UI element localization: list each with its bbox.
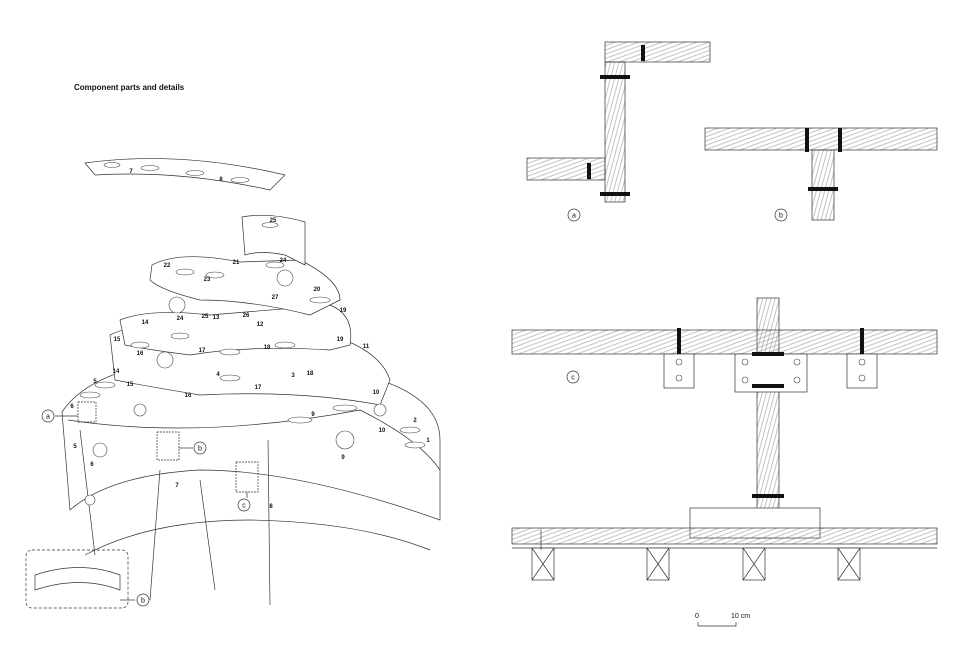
scale-end: 10 cm xyxy=(731,613,750,620)
part-label: 5 xyxy=(73,444,77,450)
part-label: 8 xyxy=(269,504,273,510)
part-label: 1 xyxy=(426,438,430,444)
page-title: Component parts and details xyxy=(74,83,185,92)
part-label: 5 xyxy=(93,379,97,385)
part-label: 9 xyxy=(341,455,345,461)
part-label: 10 xyxy=(379,428,386,434)
part-label: 3 xyxy=(291,373,295,379)
part-label: 14 xyxy=(113,369,120,375)
part-label: 10 xyxy=(373,390,380,396)
callout-label: c xyxy=(571,375,575,382)
callout-label: b xyxy=(779,213,783,220)
part-label: 24 xyxy=(280,258,287,264)
callout-c[interactable]: c xyxy=(237,498,251,512)
part-label: 19 xyxy=(340,308,347,314)
part-label: 17 xyxy=(199,348,206,354)
part-label: 8 xyxy=(219,177,223,183)
part-label: 27 xyxy=(272,295,279,301)
callout-label: b xyxy=(198,446,202,453)
part-label: 23 xyxy=(204,277,211,283)
part-label: 20 xyxy=(314,287,321,293)
part-label: 25 xyxy=(270,218,277,224)
part-label: 17 xyxy=(255,385,262,391)
part-label: 18 xyxy=(307,371,314,377)
panel-holes xyxy=(79,222,426,506)
callout-label: c xyxy=(242,503,246,510)
shelf-holes xyxy=(103,162,250,183)
detail-c: c xyxy=(511,297,938,581)
scale-bar: 0 10 cm xyxy=(695,613,750,627)
callout-detail-a[interactable]: a xyxy=(567,208,581,222)
part-label: 15 xyxy=(127,382,134,388)
part-label: 15 xyxy=(114,337,121,343)
part-label: 6 xyxy=(70,404,74,410)
part-label: 26 xyxy=(243,313,250,319)
part-label: 22 xyxy=(164,263,171,269)
tier-top xyxy=(241,214,306,266)
detail-a: a xyxy=(526,41,711,222)
callout-label: b xyxy=(141,598,145,605)
part-label: 24 xyxy=(177,316,184,322)
part-label: 7 xyxy=(175,483,179,489)
part-labels: 7 8 25 22 21 23 24 27 20 19 24 25 13 26 … xyxy=(70,169,430,510)
callout-label: a xyxy=(46,414,50,421)
part-label: 18 xyxy=(264,345,271,351)
part-label: 11 xyxy=(363,344,370,350)
part-label: 4 xyxy=(216,372,220,378)
detail-box-b2 xyxy=(25,549,129,609)
detail-b: b xyxy=(704,127,938,222)
callout-b2[interactable]: b xyxy=(136,593,150,607)
callout-a[interactable]: a xyxy=(41,409,55,423)
part-label: 2 xyxy=(413,418,417,424)
callout-label: a xyxy=(572,213,576,220)
detail-box-b xyxy=(156,431,180,461)
part-label: 6 xyxy=(90,462,94,468)
callout-detail-b[interactable]: b xyxy=(774,208,788,222)
part-label: 9 xyxy=(311,412,315,418)
callout-detail-c[interactable]: c xyxy=(566,370,580,384)
part-label: 12 xyxy=(257,322,264,328)
part-label: 16 xyxy=(185,393,192,399)
tier-4 xyxy=(149,256,341,316)
detail-box-a xyxy=(77,401,97,423)
callout-b[interactable]: b xyxy=(193,441,207,455)
part-label: 13 xyxy=(213,315,220,321)
part-label: 21 xyxy=(233,260,240,266)
part-label: 16 xyxy=(137,351,144,357)
part-label: 14 xyxy=(142,320,149,326)
joists xyxy=(531,547,861,581)
scale-start: 0 xyxy=(695,613,699,620)
part-label: 25 xyxy=(202,314,209,320)
bolt-heads xyxy=(675,358,866,384)
part-label: 7 xyxy=(129,169,133,175)
isometric-assembly: 7 8 25 22 21 23 24 27 20 19 24 25 13 26 … xyxy=(25,158,441,609)
part-label: 19 xyxy=(337,337,344,343)
tier-3 xyxy=(119,304,352,356)
